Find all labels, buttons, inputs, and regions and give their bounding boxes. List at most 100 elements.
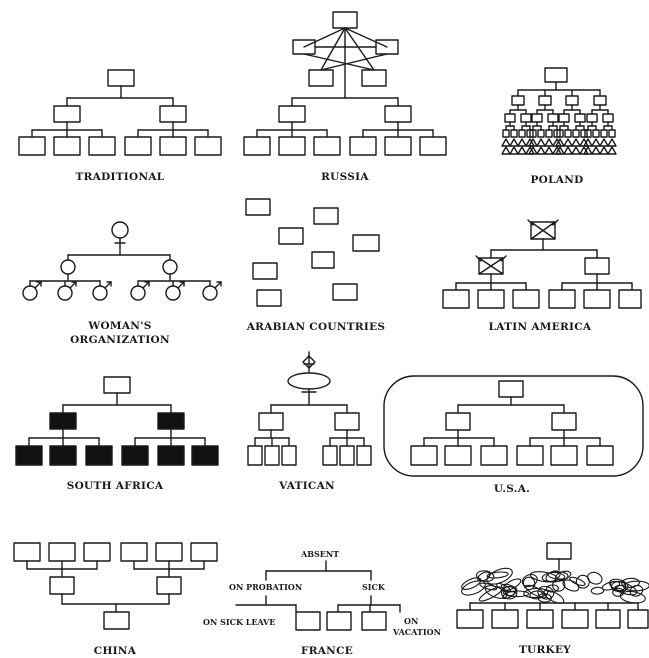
poland-node xyxy=(520,113,532,123)
poland-leaf xyxy=(528,146,538,155)
poland-node xyxy=(602,113,614,123)
poland-node xyxy=(529,129,537,138)
poland-leaf xyxy=(591,138,601,147)
poland-node xyxy=(593,95,607,106)
turkey-scribble-loop xyxy=(547,571,566,580)
poland-leaf xyxy=(536,146,546,155)
turkey-scribble-loop xyxy=(500,583,518,593)
poland-leaf xyxy=(555,138,565,147)
caption-south-africa: SOUTH AFRICA xyxy=(66,480,164,492)
male-symbol xyxy=(22,285,38,301)
poland-leaf xyxy=(544,146,554,155)
male-symbol xyxy=(57,285,73,301)
turkey-scribble-loop xyxy=(613,584,627,593)
turkey-scribble-loop xyxy=(476,570,495,582)
usa-chart xyxy=(383,375,644,477)
china-chart xyxy=(13,542,218,630)
caption-turkey: TURKEY xyxy=(518,644,572,656)
male-symbol xyxy=(202,285,218,301)
poland-node xyxy=(600,129,608,138)
poland-node xyxy=(537,129,545,138)
turkey-scribble-loop xyxy=(562,579,580,592)
france-label-on-sick-leave: ON SICK LEAVE xyxy=(203,617,276,627)
russia-chart xyxy=(243,11,447,156)
caption-womans-organization-line1: WOMAN'S xyxy=(88,320,152,332)
poland-node xyxy=(572,129,580,138)
poland-node xyxy=(502,129,510,138)
poland-node xyxy=(586,113,598,123)
poland-node xyxy=(547,113,559,123)
poland-leaf xyxy=(599,146,609,155)
france-label-sick: SICK xyxy=(362,582,385,592)
turkey-scribble-loop xyxy=(555,570,572,581)
turkey-scribble-loop xyxy=(523,587,549,599)
poland-leaf xyxy=(509,146,519,155)
poland-node xyxy=(510,129,518,138)
poland-leaf xyxy=(571,146,581,155)
turkey-scribble-loop xyxy=(500,586,518,600)
poland-leaf xyxy=(607,138,617,147)
turkey-scribble-loop xyxy=(543,589,565,604)
caption-china: CHINA xyxy=(93,645,137,657)
poland-leaf xyxy=(517,146,527,155)
south-africa-chart xyxy=(15,376,219,466)
male-symbol xyxy=(165,285,181,301)
france-label-absent: ABSENT xyxy=(301,549,340,559)
poland-leaf xyxy=(591,146,601,155)
poland-node xyxy=(538,95,552,106)
poland-node xyxy=(556,129,564,138)
turkey-chart xyxy=(456,542,649,629)
poland-node xyxy=(608,129,616,138)
poland-node xyxy=(518,129,526,138)
france-chart xyxy=(235,560,401,631)
poland-node xyxy=(592,129,600,138)
poland-leaf xyxy=(501,138,511,147)
turkey-scribble-loop xyxy=(486,571,509,579)
caption-russia: RUSSIA xyxy=(321,171,369,183)
traditional-chart xyxy=(18,69,222,156)
poland-leaf xyxy=(536,138,546,147)
turkey-scribble-loop xyxy=(629,584,644,597)
poland-leaf xyxy=(563,146,573,155)
poland-leaf xyxy=(583,138,593,147)
poland-leaf xyxy=(501,146,511,155)
france-label-vacation: VACATION xyxy=(393,627,441,637)
caption-vatican: VATICAN xyxy=(279,480,335,492)
turkey-scribble-loop xyxy=(612,587,625,597)
poland-leaf xyxy=(528,138,538,147)
vatican-chart xyxy=(247,351,372,466)
poland-leaf xyxy=(509,138,519,147)
turkey-scribble-loop xyxy=(529,590,544,600)
poland-leaf xyxy=(583,146,593,155)
poland-chart xyxy=(501,67,617,155)
turkey-scribble-loop xyxy=(621,577,640,588)
caption-latin-america: LATIN AMERICA xyxy=(488,321,592,333)
poland-leaf xyxy=(599,138,609,147)
poland-node xyxy=(564,129,572,138)
poland-node xyxy=(565,95,579,106)
turkey-scribble-loop xyxy=(479,582,498,591)
poland-node xyxy=(545,129,553,138)
poland-node xyxy=(580,129,588,138)
poland-leaf xyxy=(563,138,573,147)
turkey-scribble-loop xyxy=(609,578,629,592)
poland-node xyxy=(531,113,543,123)
poland-leaf xyxy=(571,138,581,147)
male-symbol xyxy=(130,285,146,301)
poland-leaf xyxy=(517,138,527,147)
france-label-on-probation: ON PROBATION xyxy=(229,582,303,592)
poland-leaf xyxy=(544,138,554,147)
poland-leaf xyxy=(555,146,565,155)
turkey-scribble-loop xyxy=(609,580,638,596)
caption-womans-organization-line2: ORGANIZATION xyxy=(70,334,170,346)
caption-poland: POLAND xyxy=(530,174,584,186)
caption-traditional: TRADITIONAL xyxy=(75,171,165,183)
arabian-countries-chart xyxy=(245,198,380,307)
poland-node xyxy=(511,95,525,106)
poland-node xyxy=(574,113,586,123)
caption-usa: U.S.A. xyxy=(493,483,531,495)
womans-organization-chart xyxy=(22,221,222,301)
turkey-scribble-loop xyxy=(590,586,605,595)
turkey-scribble-loop xyxy=(461,577,482,590)
